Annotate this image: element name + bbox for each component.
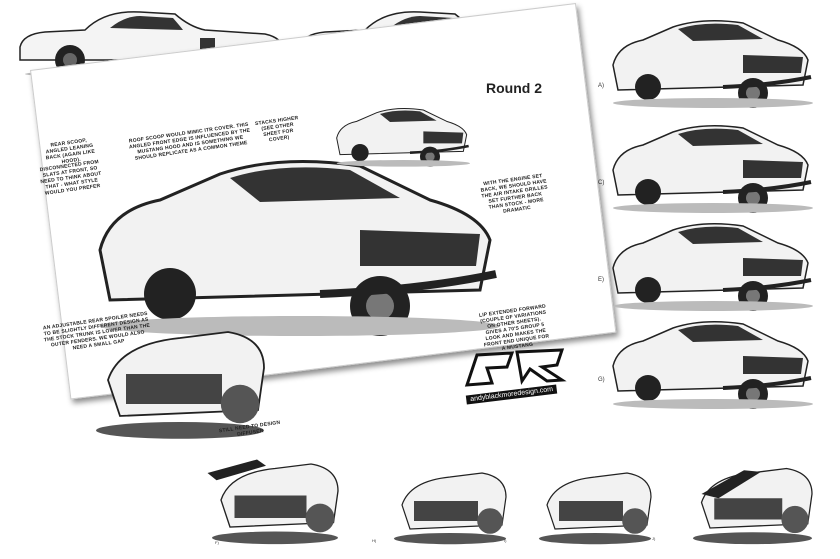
variant-label: H) <box>372 538 377 543</box>
spoiler-variant-sketch <box>207 459 339 545</box>
variant-e-sketch <box>611 221 815 313</box>
variant-c-sketch <box>611 123 815 215</box>
rtr-logo <box>464 348 567 387</box>
variant-label: A) <box>598 83 604 89</box>
variant-label: I) <box>504 538 507 543</box>
sheet-title: Round 2 <box>486 80 542 96</box>
variant-label: F) <box>215 540 219 545</box>
variant-g-sketch <box>611 319 815 411</box>
variant-label: J) <box>652 536 656 541</box>
variant-label: C) <box>598 180 605 186</box>
variant-label: G) <box>598 377 605 383</box>
spoiler-variant-sketch <box>393 472 507 545</box>
front-view-car-sketch <box>335 107 470 168</box>
spoiler-variant-sketch <box>538 472 652 545</box>
spoiler-variant-sketch <box>692 467 813 545</box>
variant-label: E) <box>598 277 604 283</box>
variant-a-sketch <box>611 18 815 110</box>
